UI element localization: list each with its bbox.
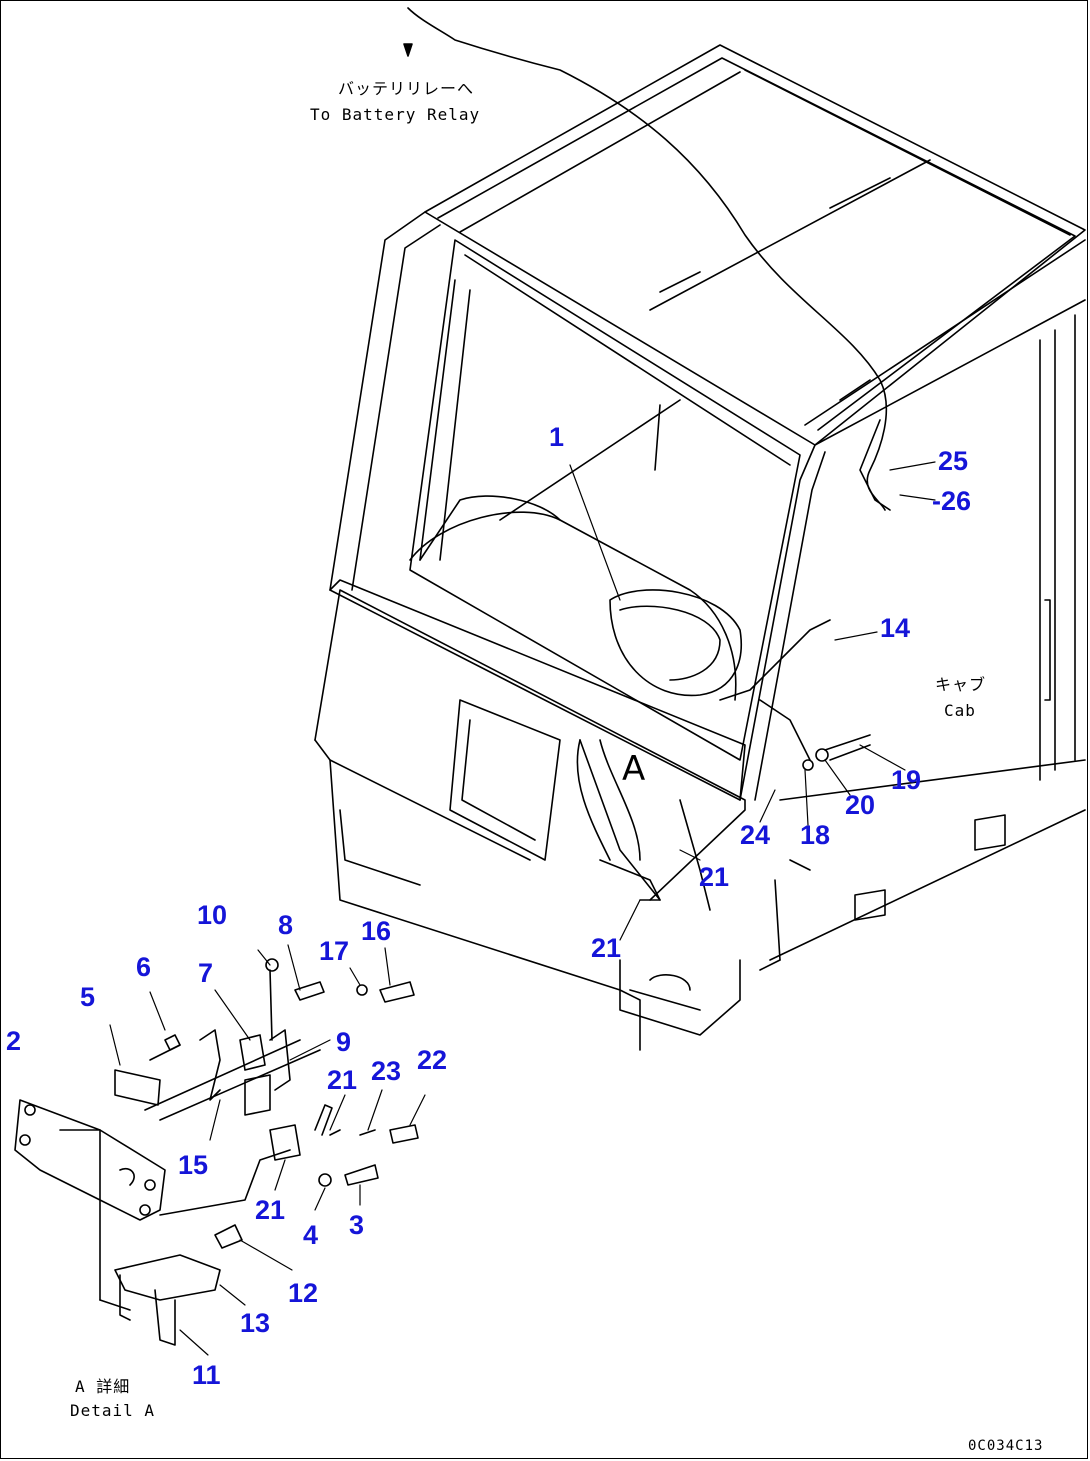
callout-1: 1 (549, 422, 565, 452)
harness (576, 739, 641, 861)
battery-relay-note-jp: バッテリリレーへ (338, 79, 475, 98)
callout-13: 13 (240, 1308, 271, 1338)
detail-a-note-jp: A 詳細 (75, 1377, 131, 1396)
battery-wire (407, 7, 888, 511)
callout-15: 15 (178, 1150, 209, 1180)
cab-side-panel (814, 299, 1086, 446)
callout-26: -26 (932, 486, 972, 516)
callout-19: 19 (891, 765, 922, 795)
front-lower-panel (329, 759, 641, 1051)
callout-4: 4 (303, 1220, 319, 1250)
detail-a-lower-bracket (114, 1254, 221, 1301)
callout-14: 14 (880, 613, 911, 643)
callout-8: 8 (278, 910, 294, 940)
callout-25: 25 (938, 446, 969, 476)
callout-5: 5 (80, 982, 96, 1012)
callout-10: 10 (197, 900, 228, 930)
drawing-code: 0C034C13 (968, 1438, 1044, 1454)
callout-11: 11 (192, 1360, 221, 1390)
callout-2: 2 (6, 1026, 22, 1056)
callout-18: 18 (800, 820, 831, 850)
callout-21-a: 21 (699, 862, 730, 892)
callout-20: 20 (845, 790, 876, 820)
callout-21-b: 21 (591, 933, 622, 963)
cab-note-jp: キャブ (935, 675, 987, 694)
callout-17: 17 (319, 936, 350, 966)
left-front-pillar (329, 211, 426, 591)
front-dashboard (329, 579, 746, 801)
cab-note-en: Cab (944, 701, 976, 720)
cab-roof (424, 44, 1086, 446)
detail-a-plate (114, 1069, 161, 1106)
callout-21-d: 21 (255, 1195, 286, 1225)
callout-7: 7 (198, 958, 214, 988)
callout-3: 3 (349, 1210, 365, 1240)
battery-relay-note-en: To Battery Relay (310, 105, 481, 124)
windshield (409, 239, 801, 761)
battery-arrow (403, 43, 413, 57)
cab-base (619, 959, 741, 1036)
callout-23: 23 (371, 1056, 402, 1086)
callout-12: 12 (288, 1278, 319, 1308)
callout-6: 6 (136, 952, 152, 982)
callout-24: 24 (740, 820, 771, 850)
detail-a-bracket (14, 1099, 166, 1221)
callout-16: 16 (361, 916, 392, 946)
detail-a-note-en: Detail A (70, 1401, 156, 1420)
detail-a-marker: A (622, 749, 646, 789)
callout-21-c: 21 (327, 1065, 358, 1095)
callout-9: 9 (336, 1027, 352, 1057)
callout-22: 22 (417, 1045, 448, 1075)
